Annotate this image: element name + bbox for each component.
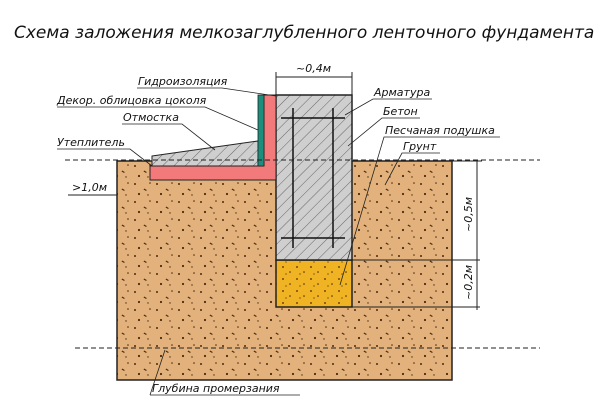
label-depth-min: >1,0м xyxy=(72,181,107,194)
dim-width: ~0,4м xyxy=(296,62,331,75)
blind-area xyxy=(151,140,259,167)
diagram-title: Схема заложения мелкозаглубленного ленто… xyxy=(14,23,594,43)
concrete-foundation xyxy=(275,94,353,261)
label-soil: Грунт xyxy=(403,140,437,153)
waterproofing xyxy=(257,94,265,167)
label-blind-area: Отмостка xyxy=(123,111,179,124)
sand-cushion xyxy=(275,259,353,308)
rebar-cage xyxy=(281,108,345,248)
label-decor: Декор. облицовка цоколя xyxy=(56,94,207,107)
insulation xyxy=(149,94,277,181)
label-concrete: Бетон xyxy=(383,105,418,118)
label-sand-cushion: Песчаная подушка xyxy=(385,124,495,137)
label-waterproofing: Гидроизоляция xyxy=(138,75,228,88)
label-rebar: Арматура xyxy=(373,86,430,99)
label-insulation: Утеплитель xyxy=(57,136,125,149)
label-freezing-depth: Глубина промерзания xyxy=(152,382,280,395)
dim-cushion: ~0,2м xyxy=(462,265,475,300)
dim-depth: ~0,5м xyxy=(462,197,475,232)
